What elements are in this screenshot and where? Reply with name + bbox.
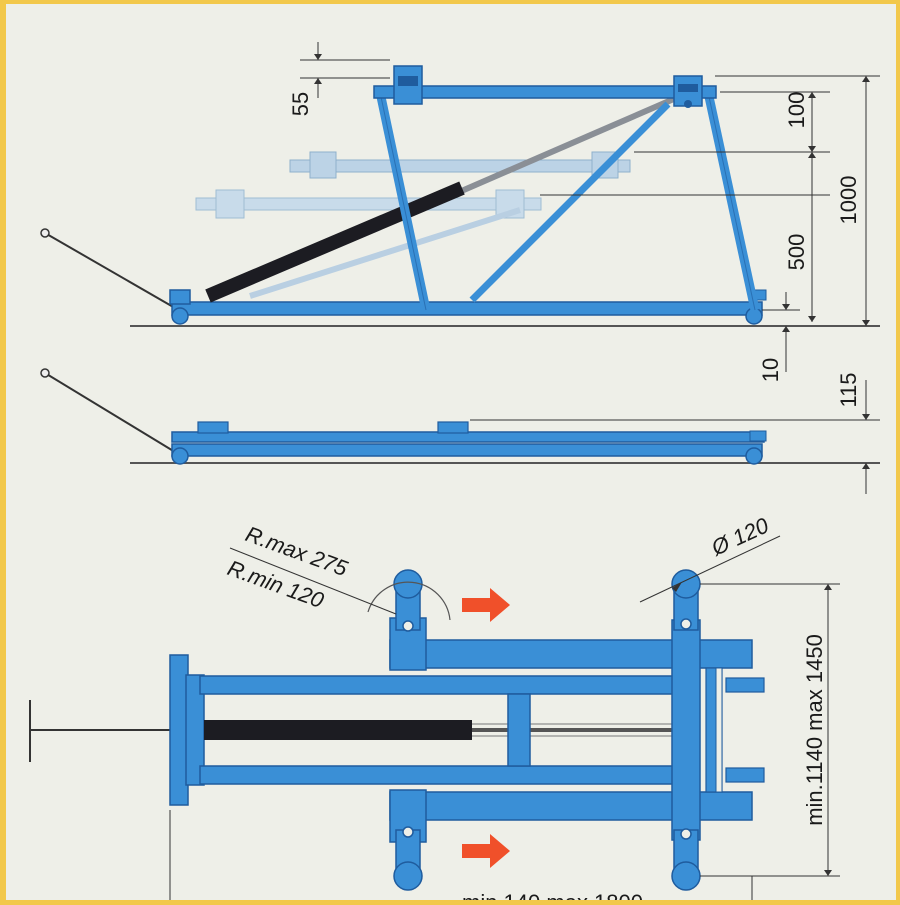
ghost-platform-low [195,189,542,299]
hydraulic-cylinder-top [205,181,465,303]
plan-wheel-bl [393,861,423,891]
plan-rear-crossbar [671,619,701,841]
dimension-labels-vertical: 55 100 1000 500 10 115 [288,92,861,408]
diagonal-brace [469,101,671,303]
tow-handle-mid [44,372,176,453]
plan-rail-upper [199,675,675,695]
wheel-rear-top [745,307,763,325]
collapsed-side-view [40,368,880,465]
swivel-radius-arc [367,581,451,621]
hydraulic-rod-top [448,95,678,199]
dim-label-500: 500 [784,234,809,271]
handle-knob-mid [40,368,50,378]
dim-label-115: 115 [836,372,861,407]
direction-arrow-upper [462,588,510,622]
base-beam-top [171,301,763,316]
tow-handle-top [44,232,176,309]
raised-side-view [40,65,880,327]
plan-wheel-tr [671,569,701,599]
wheel-front-top [171,307,189,325]
direction-arrow-lower [462,834,510,868]
dim-label-width: min.1140 max 1450 [802,634,827,826]
plan-rail-lower [199,765,675,785]
handle-knob-top [40,228,50,238]
plan-wheel-br [671,861,701,891]
plan-view [29,535,840,900]
collapsed-lower-beam [171,443,763,457]
vertical-dimensions [300,42,880,494]
top-platform [373,85,717,99]
dim-label-length: min.140 max 1800 [462,890,643,900]
dim-label-1000: 1000 [836,176,861,225]
wheel-rear-mid [745,447,763,465]
dim-label-10: 10 [758,358,783,382]
plan-cross-member [507,693,531,767]
plan-cylinder [204,720,472,740]
dimension-arrowheads [314,54,870,469]
plan-wheel-tl [393,569,423,599]
wheel-front-mid [171,447,189,465]
dim-label-100: 100 [784,92,809,129]
dim-label-55: 55 [288,92,313,116]
